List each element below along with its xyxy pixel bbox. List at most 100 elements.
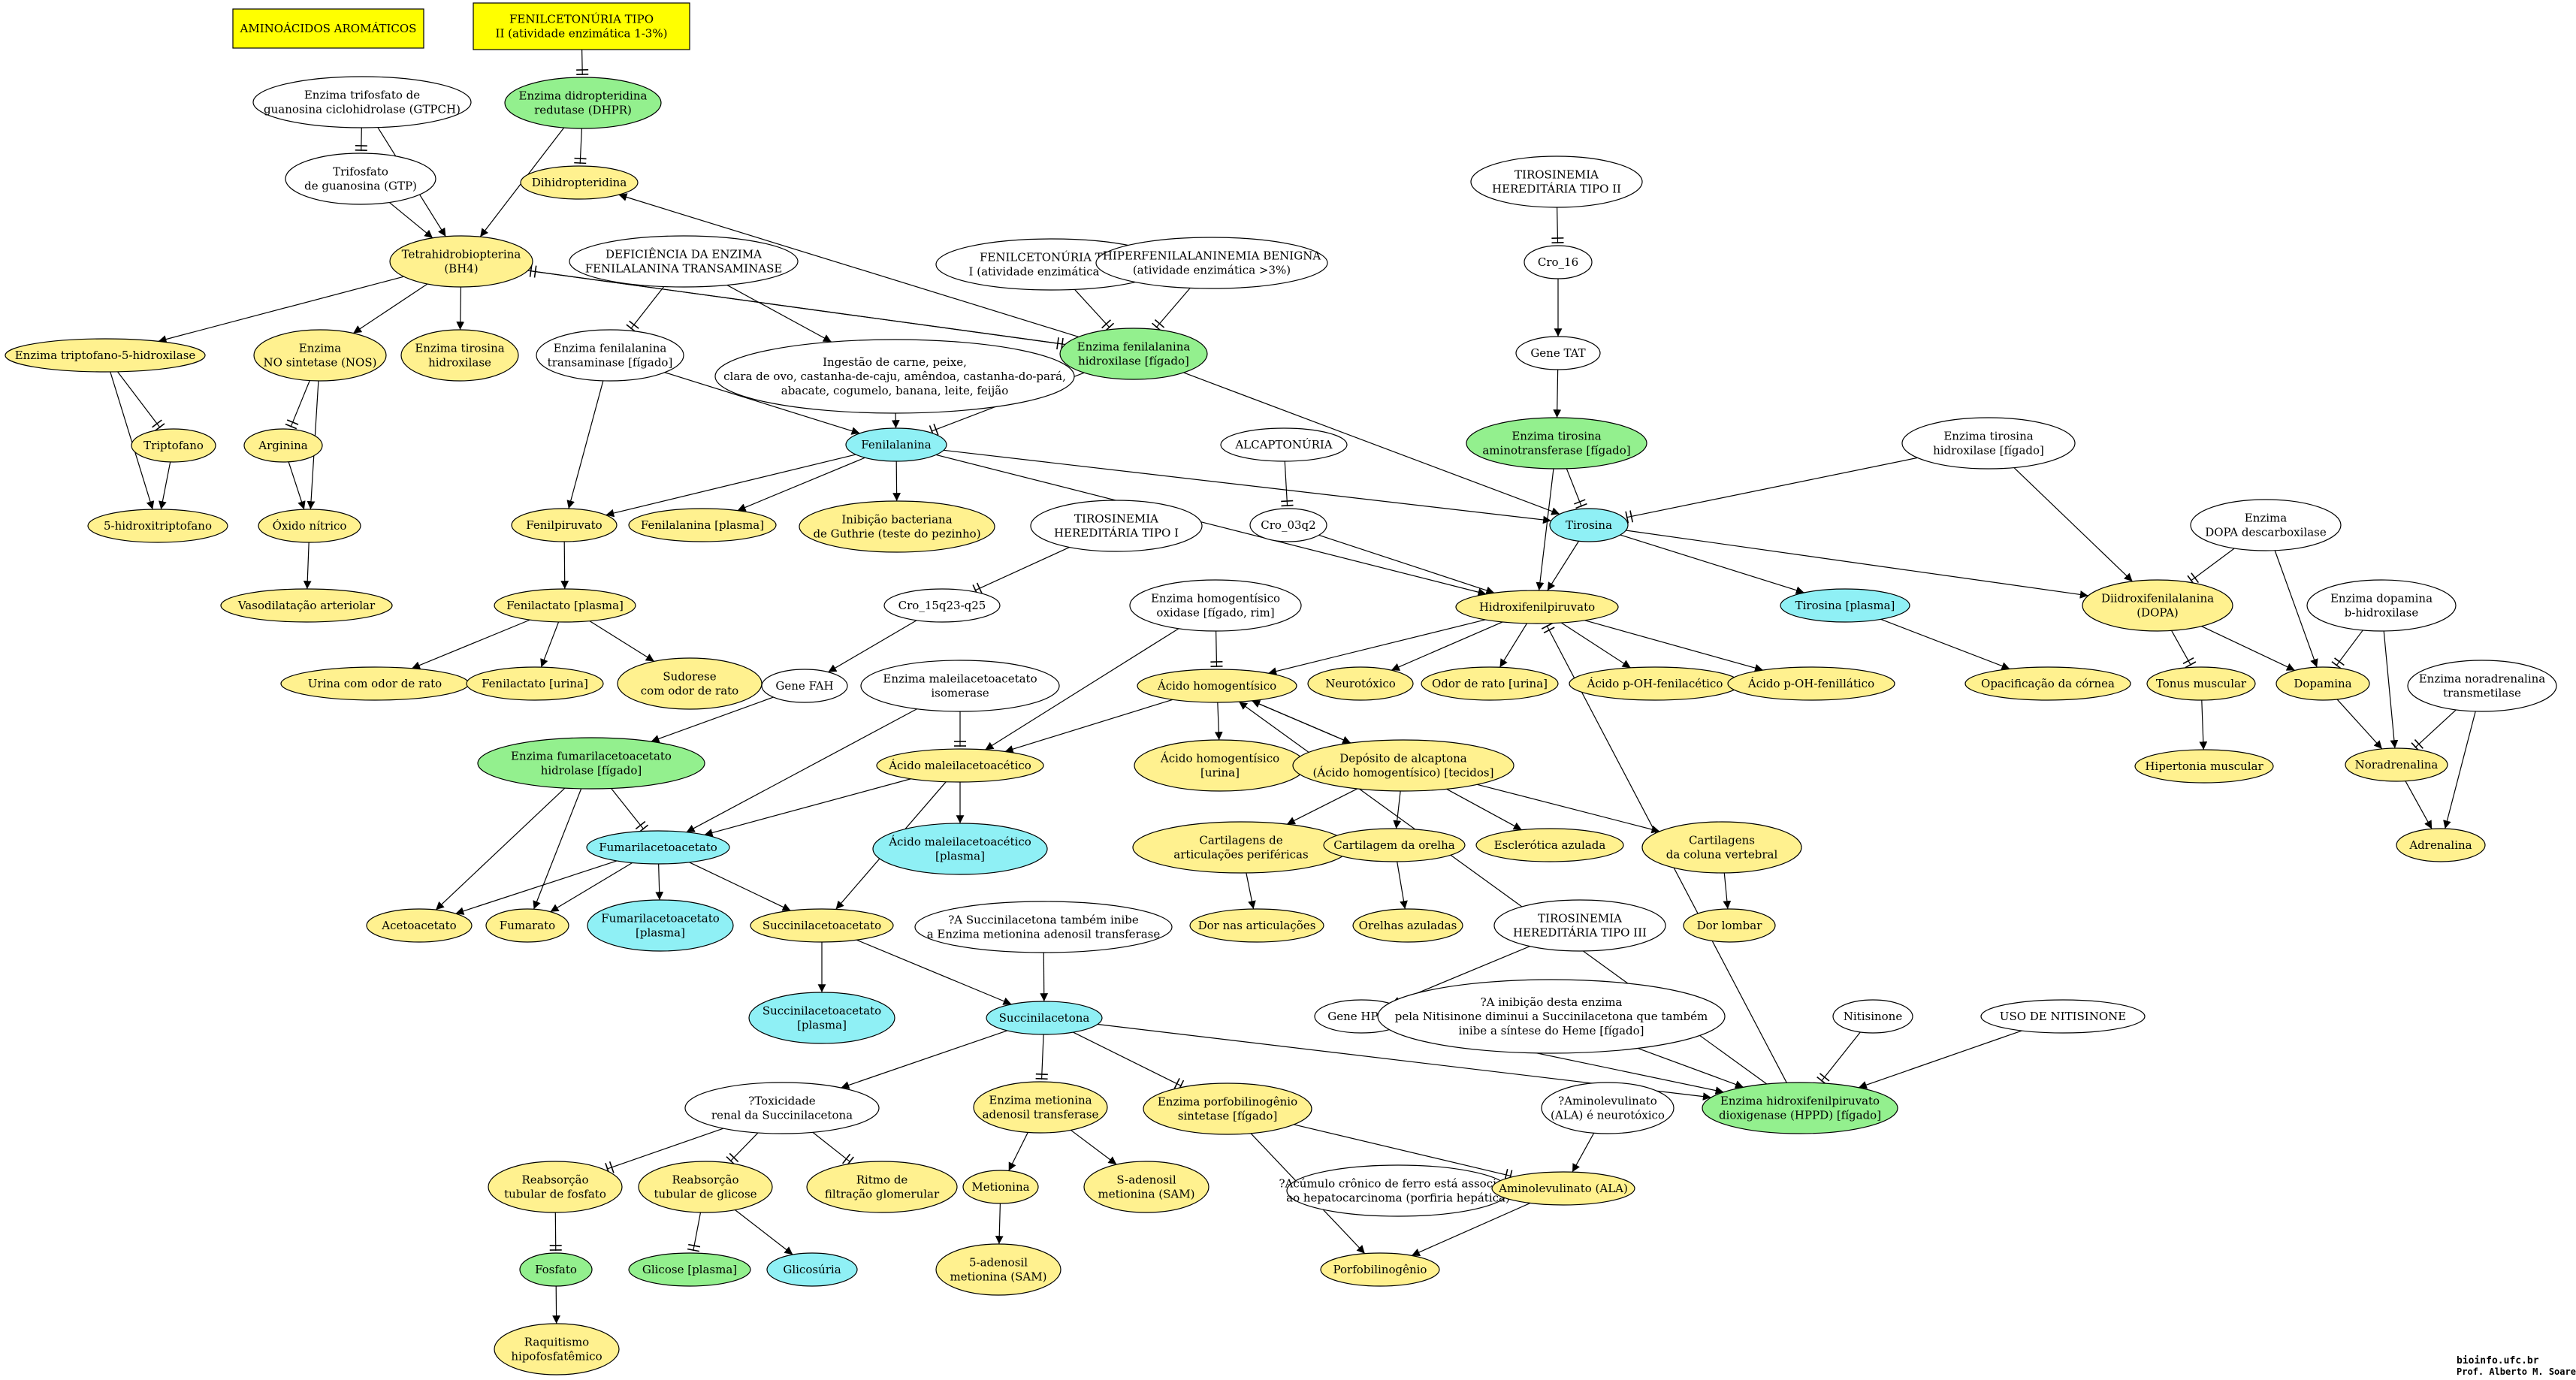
edge-fah-to-fumarato — [533, 788, 582, 910]
node-label: Cro_15q23-q25 — [898, 599, 986, 612]
node-label: ?Aminolevulinato — [1558, 1095, 1657, 1108]
node-escler: Esclerótica azulada — [1475, 828, 1624, 862]
node-label: Ácido maleilacetoacético — [888, 835, 1031, 849]
inhibition-bar-fenil1-to-pah — [1101, 319, 1112, 329]
node-ellipse — [1083, 1161, 1209, 1213]
node-ellipse — [986, 1001, 1103, 1035]
edge-cro3q2-to-hpp — [1318, 534, 1495, 595]
node-hipert: Hipertonia muscular — [2134, 749, 2274, 784]
edge-nitisinone-to-hppd — [1820, 1031, 1861, 1082]
node-label: Metionina — [971, 1180, 1029, 1194]
node-label: Diidroxifenilalanina — [2101, 592, 2214, 605]
edge-fumaril-to-fumarato — [550, 862, 633, 913]
node-ellipse — [973, 1081, 1108, 1134]
node-odor-urina: Odor de rato [urina] — [1421, 666, 1559, 701]
node-ellipse — [1780, 588, 1910, 623]
edge-cart_coluna-to-dor_lombar — [1723, 872, 1732, 910]
edge-metionina-to-sam2 — [995, 1203, 1004, 1245]
node-label: Tirosina — [1566, 518, 1612, 532]
node-hpp: Hidroxifenilpiruvato — [1455, 590, 1619, 624]
node-deposito: Depósito de alcaptona(Ácido homogentísic… — [1292, 739, 1514, 792]
node-label: b-hidroxilase — [2345, 606, 2419, 620]
edge-gtp-to-bh4 — [388, 201, 433, 239]
node-label: HEREDITÁRIA TIPO I — [1054, 527, 1179, 540]
node-label: Triptofano — [143, 439, 204, 452]
edge-nota_nitis-to-hppd — [1638, 1047, 1744, 1089]
node-ellipse — [252, 76, 472, 128]
edge-fumaril-to-succinilacetoac — [689, 862, 791, 911]
inhibition-bar-reab_glic-to-glic_plasma — [687, 1248, 699, 1252]
node-ellipse — [1095, 237, 1328, 289]
node-label: Noradrenalina — [2355, 758, 2439, 772]
node-ellipse — [860, 660, 1060, 712]
node-ellipse — [389, 235, 533, 288]
edge-fenilalanina-to-fenilpiruvato — [605, 454, 856, 518]
edge-aadc-to-dopa — [2190, 548, 2235, 581]
node-gfah: Gene FAH — [761, 669, 848, 703]
node-label: transaminase [fígado] — [548, 356, 673, 370]
edge-toxic-to-ritmo — [812, 1131, 851, 1163]
inhibition-bar-succinilacetona-to-pbgs — [1173, 1078, 1180, 1090]
node-ellipse — [511, 508, 618, 542]
node-oxido: Óxido nítrico — [258, 509, 361, 543]
node-label: Enzima dopamina — [2330, 592, 2433, 605]
node-label: articulações periféricas — [1173, 848, 1308, 862]
edge-hiperfen-to-pah — [1155, 288, 1191, 328]
node-maleil-plasma: Ácido maleilacetoacético[plasma] — [872, 823, 1048, 875]
node-label: hipofosfatêmico — [511, 1350, 602, 1363]
node-ellipse — [569, 235, 799, 288]
node-label: Gene TAT — [1530, 346, 1585, 360]
edge-fat-to-fenilpiruvato — [566, 380, 604, 509]
edge-tirosina-to-hpp — [1547, 540, 1580, 591]
edge-maleil-to-fumaril — [704, 778, 911, 837]
edge-mat-to-sam1 — [1070, 1129, 1117, 1165]
node-label: [urina] — [1200, 766, 1240, 780]
node-label: oxidase [fígado, rim] — [1156, 606, 1274, 620]
node-ellipse — [1475, 828, 1624, 862]
node-label: Enzima didropteridina — [519, 89, 648, 103]
node-ellipse — [1292, 739, 1514, 792]
inhibition-bar-dhpr-to-dihidro — [574, 162, 587, 165]
node-label: Aminolevulinato (ALA) — [1498, 1182, 1628, 1195]
node-ellipse — [485, 908, 569, 943]
node-ellipse — [1491, 1171, 1635, 1206]
node-label: Vasodilatação arteriolar — [237, 599, 376, 612]
edges-layer — [110, 49, 2476, 1324]
node-label: Sudorese — [663, 670, 716, 684]
node-label: AMINOÁCIDOS AROMÁTICOS — [240, 22, 417, 35]
node-alcapt: ALCAPTONÚRIA — [1220, 427, 1348, 462]
node-label: Dopamina — [2294, 677, 2351, 690]
edge-succinilacetoac-to-succinilacetona — [856, 939, 1012, 1005]
node-label: 5-adenosil — [969, 1256, 1028, 1270]
node-ellipse — [845, 427, 947, 462]
node-homog-urina: Ácido homogentísico[urina] — [1134, 739, 1306, 792]
inhibition-bar-pah-to-bh4 — [533, 265, 537, 278]
node-label: [plasma] — [797, 1019, 847, 1032]
node-label: NO sintetase (NOS) — [264, 356, 377, 370]
edge-hpp-to-homog — [1268, 619, 1486, 675]
edge-deposito-to-escler — [1446, 788, 1522, 831]
edge-fumaril-to-acetoac — [455, 860, 618, 915]
edge-hpp-to-odor_urina — [1499, 623, 1528, 668]
node-cro16: Cro_16 — [1524, 245, 1593, 279]
node-ellipse — [1220, 427, 1348, 462]
edge-gfah-to-fah — [651, 696, 774, 743]
node-label: Depósito de alcaptona — [1339, 752, 1467, 765]
node-label: Ácido p-OH-fenilacético — [1587, 677, 1723, 690]
edge-fumaril-to-fumaril_plasma — [655, 863, 664, 901]
edge-succinilacetona-to-pbgs — [1073, 1031, 1182, 1087]
node-tir-plasma: Tirosina [plasma] — [1780, 588, 1910, 623]
node-label: Reabsorção — [672, 1173, 739, 1187]
edge-reab_glic-to-glic_plasma — [693, 1212, 702, 1252]
node-ellipse — [2396, 828, 2486, 862]
edge-hpp-to-ohfenillat — [1584, 620, 1763, 672]
edge-nota_sa-to-succinilacetona — [1040, 952, 1049, 1002]
node-label: Ácido homogentísico — [1157, 679, 1276, 693]
node-nitisinone: Nitisinone — [1832, 999, 1913, 1034]
